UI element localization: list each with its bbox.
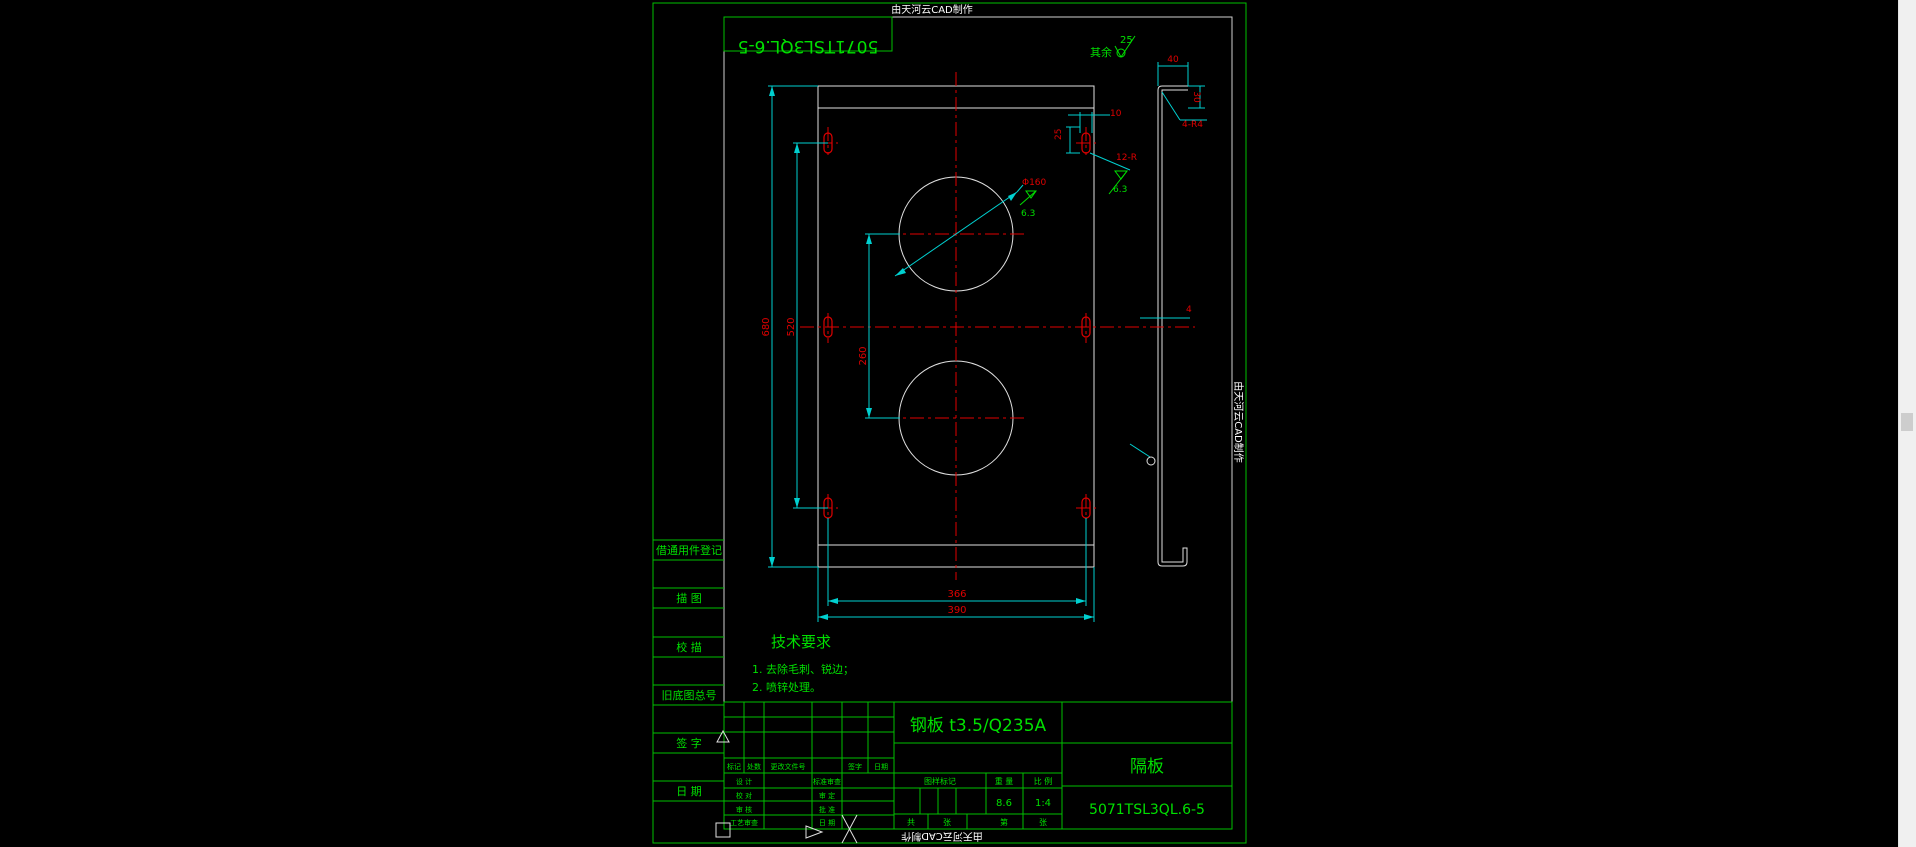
left-item-2: 描 图 bbox=[676, 591, 702, 605]
side-profile bbox=[1157, 85, 1188, 567]
dimension-lines bbox=[768, 85, 1131, 622]
stage-label: 图样标记 bbox=[924, 776, 956, 786]
side-dimension-lines bbox=[1129, 62, 1207, 458]
left-item-3: 校 描 bbox=[676, 640, 702, 654]
tech-req-title: 技术要求 bbox=[771, 633, 831, 651]
drawing-number-box bbox=[723, 16, 893, 52]
scrollbar-thumb[interactable] bbox=[1901, 413, 1913, 431]
scale-value: 1:4 bbox=[1035, 798, 1051, 809]
weight-value: 8.6 bbox=[996, 798, 1012, 809]
role-label: 校 对 bbox=[736, 791, 752, 800]
inner-frame bbox=[723, 16, 1233, 830]
role-label: 审 定 bbox=[819, 791, 835, 800]
dim-flange-height: 30 bbox=[1191, 91, 1201, 103]
sheet-unit-label-2: 张 bbox=[1039, 818, 1047, 827]
slot bbox=[1081, 132, 1091, 154]
side-weld-symbol bbox=[1146, 456, 1156, 466]
watermark-right: 由天河云CAD制作 bbox=[1232, 381, 1245, 463]
left-column bbox=[653, 539, 724, 802]
dim-slot-count: 12-R bbox=[1116, 153, 1137, 163]
outer-frame bbox=[652, 2, 1247, 844]
watermark-top: 由天河云CAD制作 bbox=[891, 3, 973, 16]
slots bbox=[823, 132, 1091, 519]
tech-req-item-1: 1. 去除毛刺、锐边； bbox=[752, 662, 854, 676]
role-label: 日 期 bbox=[819, 819, 835, 827]
dim-slot-pitch: 10 bbox=[1110, 109, 1122, 119]
dim-flange-width: 40 bbox=[1167, 55, 1179, 65]
rev-header: 更改文件号 bbox=[771, 762, 806, 771]
left-item-6: 日 期 bbox=[676, 785, 702, 798]
roughness-slot-symbol bbox=[1108, 170, 1128, 195]
part-number: 5071TSL3QL.6-5 bbox=[1089, 802, 1205, 818]
roughness-others-symbol bbox=[1114, 35, 1136, 58]
roughness-hole-value: 6.3 bbox=[1021, 209, 1035, 219]
part-name: 隔板 bbox=[1130, 757, 1164, 777]
rev-header: 日期 bbox=[874, 763, 888, 771]
sheet-unit-label: 张 bbox=[943, 818, 951, 827]
role-label: 批 准 bbox=[819, 805, 835, 814]
left-item-1: 借通用件登记 bbox=[656, 543, 722, 557]
vertical-scrollbar[interactable] bbox=[1898, 0, 1916, 847]
sheet-total-label: 共 bbox=[907, 818, 915, 827]
tech-req-item-2: 2. 喷锌处理。 bbox=[752, 680, 821, 694]
role-label: 设 计 bbox=[736, 777, 752, 786]
plate-view: 680 520 260 366 390 Φ160 10 25 12-R 6.3 … bbox=[761, 72, 1190, 622]
left-item-4: 旧底图总号 bbox=[662, 688, 717, 702]
drawing-number-text: 5071TSL3QL.6-5 bbox=[738, 36, 879, 56]
dim-680: 680 bbox=[761, 317, 772, 336]
dim-bend-radius: 4-R4 bbox=[1182, 120, 1203, 130]
scale-label: 比 例 bbox=[1034, 776, 1053, 786]
slot bbox=[1081, 316, 1091, 338]
dim-hole-dia: Φ160 bbox=[1022, 178, 1047, 188]
watermark-bottom: 由天河云CAD制作 bbox=[901, 830, 983, 843]
dim-260: 260 bbox=[858, 346, 869, 365]
title-block-symbols bbox=[715, 729, 858, 844]
rev-header: 签字 bbox=[848, 762, 862, 771]
dim-520: 520 bbox=[786, 317, 797, 336]
role-label: 工艺审查 bbox=[730, 818, 758, 827]
rev-header: 标记 bbox=[727, 762, 741, 771]
left-item-5: 签 字 bbox=[676, 736, 702, 750]
sheet-no-label: 第 bbox=[1000, 817, 1008, 827]
dim-390: 390 bbox=[947, 605, 966, 616]
roughness-slot-value: 6.3 bbox=[1113, 185, 1127, 195]
rev-header: 处数 bbox=[747, 762, 761, 771]
slot bbox=[823, 316, 833, 338]
role-label: 审 核 bbox=[736, 805, 752, 814]
role-labels: 设 计 校 对 审 核 工艺审查 标准审查 审 定 批 准 日 期 bbox=[730, 777, 841, 827]
role-label: 标准审查 bbox=[813, 777, 841, 786]
roughness-others-label: 其余 bbox=[1090, 45, 1112, 59]
dim-thickness: 4 bbox=[1186, 305, 1192, 315]
dimension-arrows bbox=[769, 86, 1094, 620]
center-lines bbox=[800, 72, 1190, 580]
title-block bbox=[723, 701, 1233, 830]
roughness-others-value: 25 bbox=[1120, 35, 1133, 46]
dim-366: 366 bbox=[947, 589, 966, 600]
weight-label: 重 量 bbox=[995, 776, 1014, 786]
rev-headers: 标记 处数 更改文件号 签字 日期 bbox=[727, 762, 888, 771]
roughness-hole-symbol bbox=[1019, 190, 1037, 206]
side-view: 40 30 4-R4 4 bbox=[1129, 55, 1207, 567]
material-text: 钢板 t3.5/Q235A bbox=[910, 716, 1047, 736]
dim-slot-offset: 25 bbox=[1054, 129, 1064, 140]
